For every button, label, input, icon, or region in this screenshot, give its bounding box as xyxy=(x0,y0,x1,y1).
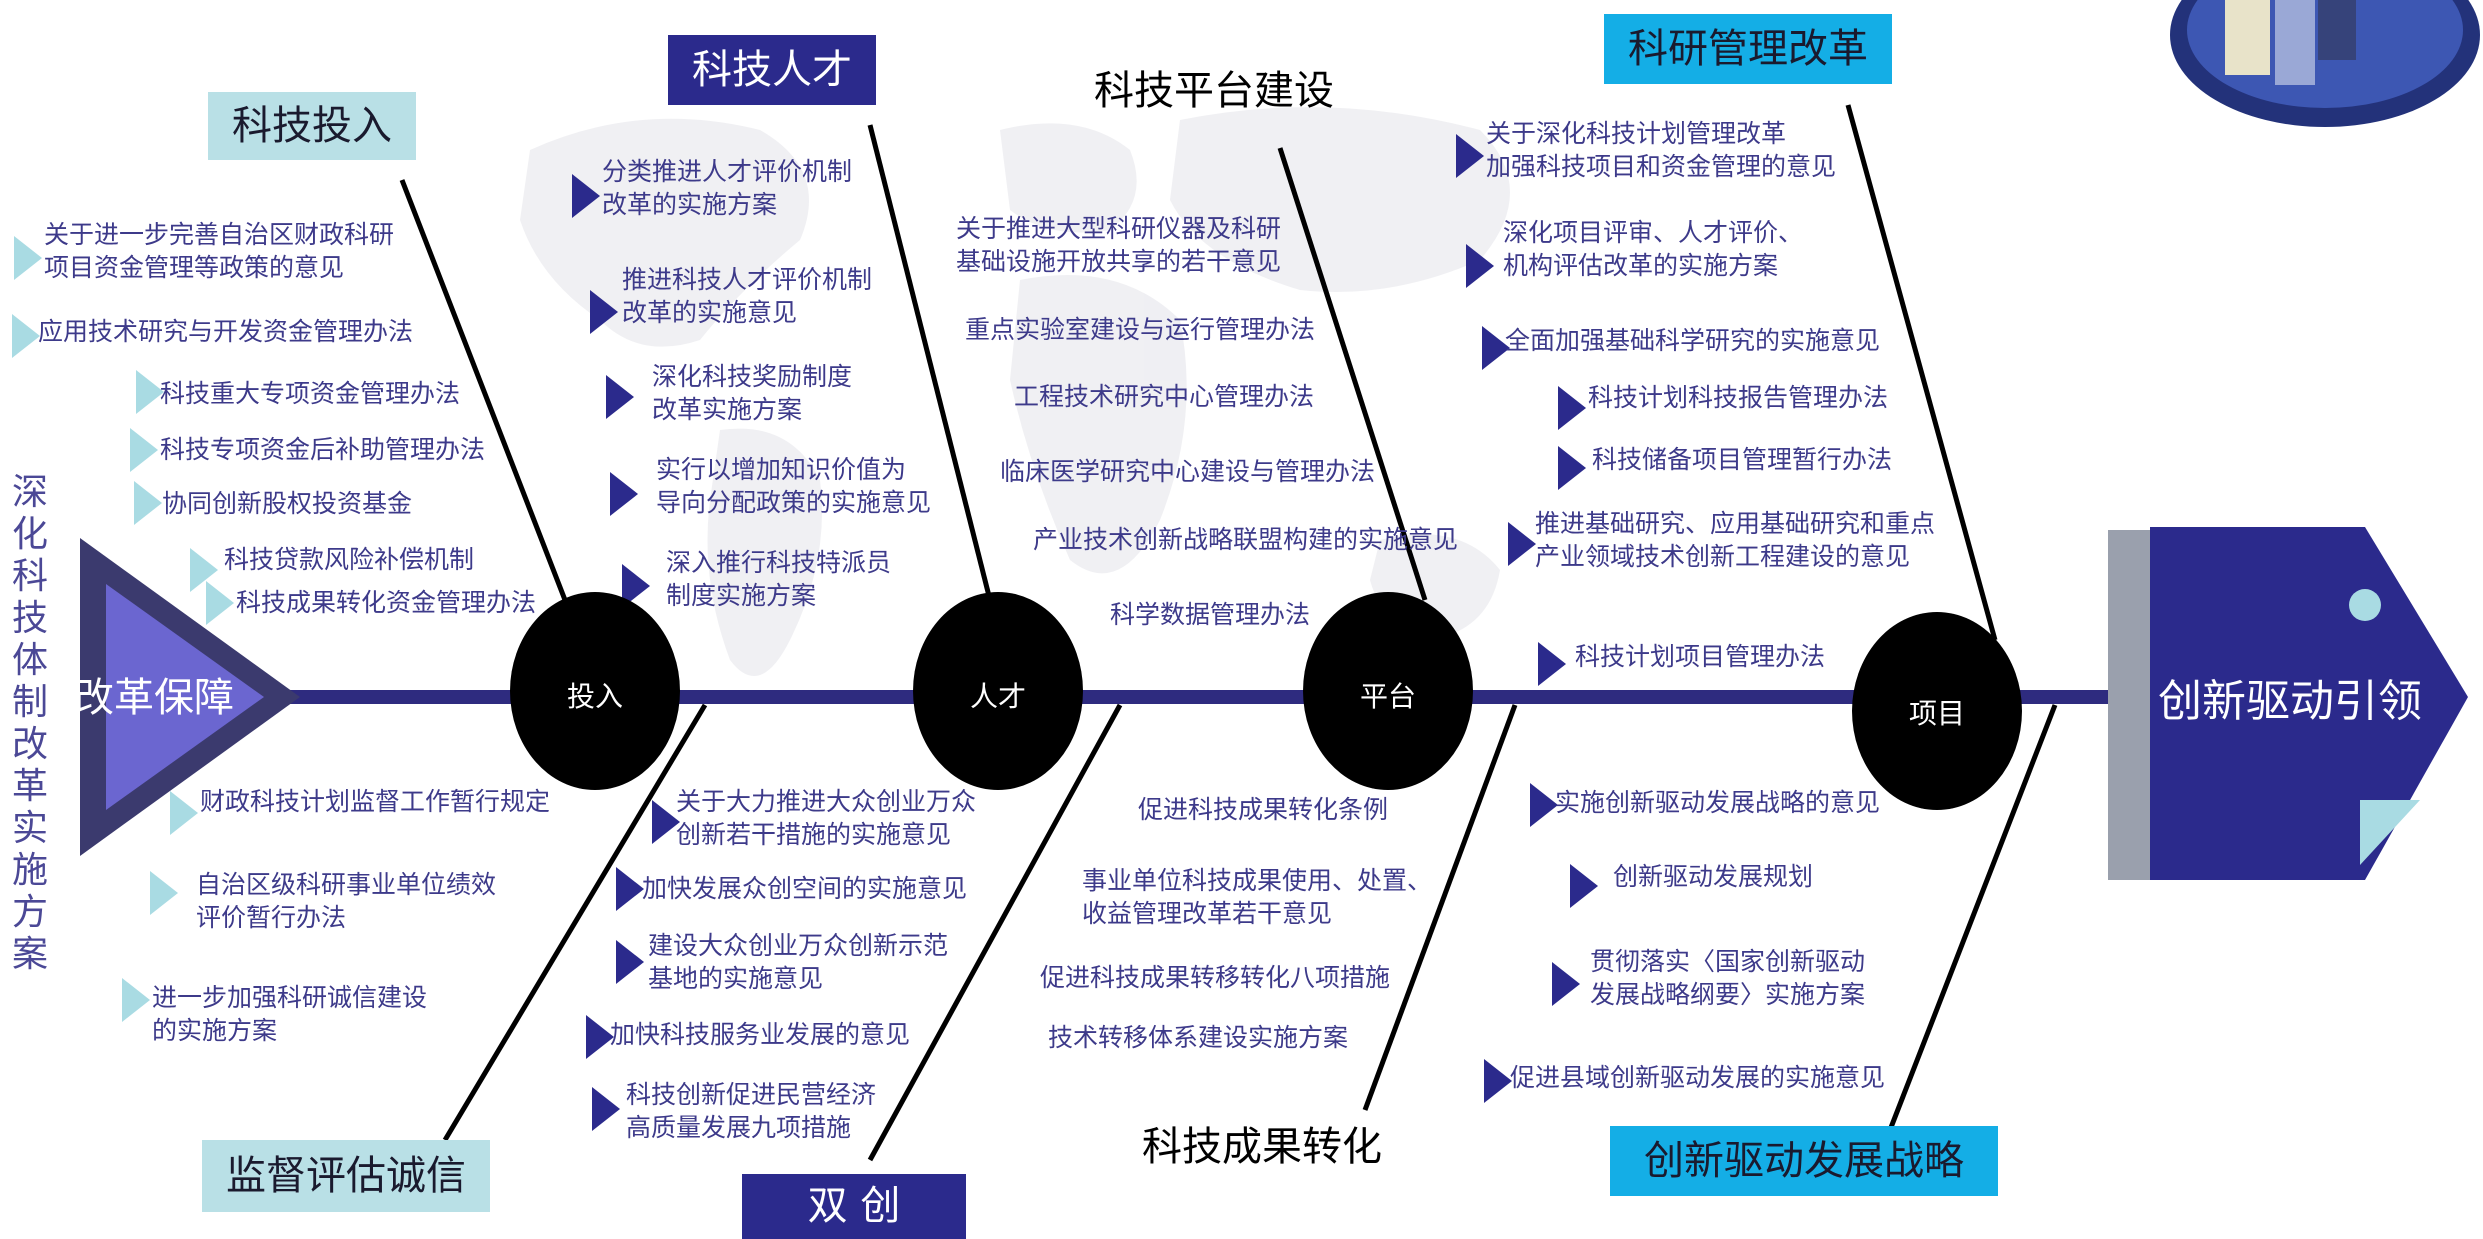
header-keyan-guanli: 科研管理改革 xyxy=(1604,14,1892,84)
node-xiangmu xyxy=(1852,612,2022,810)
list-item: 科技创新促进民营经济 高质量发展九项措施 xyxy=(626,1080,877,1142)
node-pingtai xyxy=(1303,592,1473,790)
list-item: 推进基础研究、应用基础研究和重点 产业领域技术创新工程建设的意见 xyxy=(1535,509,1936,571)
bullet-triangle-icon xyxy=(1558,386,1586,430)
bullet-triangle-icon xyxy=(170,791,198,835)
bullet-triangle-icon xyxy=(1482,326,1510,370)
branch-lines xyxy=(399,104,2058,1162)
list-item: 技术转移体系建设实施方案 xyxy=(1048,1023,1349,1052)
bullet-triangle-icon xyxy=(616,940,644,984)
list-item: 科技计划科技报告管理办法 xyxy=(1588,383,1889,412)
bullet-triangle-icon xyxy=(1484,1059,1512,1103)
bullet-triangle-icon xyxy=(134,481,162,525)
tail-label: 改革保障 xyxy=(74,675,234,721)
list-item: 自治区级科研事业单位绩效 评价暂行办法 xyxy=(196,870,497,932)
bullet-triangle-icon xyxy=(206,581,234,625)
list-item: 深化项目评审、人才评价、 机构评估改革的实施方案 xyxy=(1503,218,1804,280)
bullet-triangle-icon xyxy=(136,370,164,414)
list-item: 深入推行科技特派员 制度实施方案 xyxy=(666,548,892,610)
bullet-triangle-icon xyxy=(572,174,600,218)
header-keji-touru: 科技投入 xyxy=(208,92,416,160)
list-item: 创新驱动发展规划 xyxy=(1613,862,1814,891)
list-item: 科技重大专项资金管理办法 xyxy=(160,379,461,408)
node-touru xyxy=(510,592,680,790)
list-item: 分类推进人才评价机制 改革的实施方案 xyxy=(602,157,853,219)
list-item: 科技计划项目管理办法 xyxy=(1575,642,1826,671)
list-item: 进一步加强科研诚信建设 的实施方案 xyxy=(152,983,428,1045)
list-item: 关于推进大型科研仪器及科研 基础设施开放共享的若干意见 xyxy=(956,214,1282,276)
bullet-triangle-icon xyxy=(122,978,150,1022)
list-item: 临床医学研究中心建设与管理办法 xyxy=(1000,457,1376,486)
bullet-triangle-icon xyxy=(1456,134,1484,178)
bullet-triangle-icon xyxy=(12,314,40,358)
vertical-title: 深化科技体制改革实施方案 xyxy=(11,472,48,975)
bullet-triangle-icon xyxy=(592,1087,620,1131)
list-item: 工程技术研究中心管理办法 xyxy=(1014,382,1315,411)
tail-triangle xyxy=(80,538,300,856)
bullet-triangle-icon xyxy=(1530,783,1558,827)
corner-decoration-image xyxy=(2170,0,2480,127)
list-item: 全面加强基础科学研究的实施意见 xyxy=(1505,326,1881,355)
list-item: 财政科技计划监督工作暂行规定 xyxy=(200,787,551,816)
bullet-triangle-icon xyxy=(590,290,618,334)
bullet-triangle-icon xyxy=(130,428,158,472)
node-label-rencai: 人才 xyxy=(969,680,1026,713)
list-item: 加快科技服务业发展的意见 xyxy=(610,1020,911,1049)
bullet-triangle-icon xyxy=(586,1015,614,1059)
bullet-triangle-icon xyxy=(610,472,638,516)
bullet-triangle-icon xyxy=(190,548,218,592)
list-item: 建设大众创业万众创新示范 基地的实施意见 xyxy=(648,931,949,993)
bullet-triangle-icon xyxy=(1466,244,1494,288)
list-item: 协同创新股权投资基金 xyxy=(162,489,413,518)
list-item: 实行以增加知识价值为 导向分配政策的实施意见 xyxy=(656,455,932,517)
node-label-touru: 投入 xyxy=(566,680,623,713)
list-item: 推进科技人才评价机制 改革的实施意见 xyxy=(622,265,873,327)
header-chengguo: 科技成果转化 xyxy=(1142,1124,1382,1170)
list-item: 产业技术创新战略联盟构建的实施意见 xyxy=(1033,525,1459,554)
header-keji-pingtai: 科技平台建设 xyxy=(1094,68,1334,114)
header-shuangchuang: 双 创 xyxy=(742,1174,966,1239)
node-rencai xyxy=(913,592,1083,790)
bullet-triangle-icon xyxy=(622,564,650,608)
header-chuangxin-zhanlue: 创新驱动发展战略 xyxy=(1610,1126,1998,1196)
list-item: 关于进一步完善自治区财政科研 项目资金管理等政策的意见 xyxy=(44,220,395,282)
list-item: 科技成果转化资金管理办法 xyxy=(236,588,537,617)
list-item: 科技贷款风险补偿机制 xyxy=(224,545,475,574)
list-item: 科学数据管理办法 xyxy=(1110,600,1311,629)
list-item: 深化科技奖励制度 改革实施方案 xyxy=(652,362,853,424)
list-item: 应用技术研究与开发资金管理办法 xyxy=(38,317,414,346)
list-item: 事业单位科技成果使用、处置、 收益管理改革若干意见 xyxy=(1082,866,1433,928)
list-item: 加快发展众创空间的实施意见 xyxy=(642,874,968,903)
list-item: 贯彻落实〈国家创新驱动 发展战略纲要〉实施方案 xyxy=(1590,947,1866,1009)
bullet-markers xyxy=(12,134,1598,1131)
bullet-triangle-icon xyxy=(616,867,644,911)
bullet-triangle-icon xyxy=(1552,962,1580,1006)
bullet-triangle-icon xyxy=(606,375,634,419)
list-item: 重点实验室建设与运行管理办法 xyxy=(965,315,1316,344)
node-label-pingtai: 平台 xyxy=(1359,680,1416,713)
list-item: 科技专项资金后补助管理办法 xyxy=(160,435,486,464)
bullet-triangle-icon xyxy=(652,800,680,844)
list-item: 促进科技成果转移转化八项措施 xyxy=(1040,963,1391,992)
list-item: 科技储备项目管理暂行办法 xyxy=(1592,445,1893,474)
bullet-triangle-icon xyxy=(1558,446,1586,490)
list-item: 促进县域创新驱动发展的实施意见 xyxy=(1510,1063,1886,1092)
bullet-triangle-icon xyxy=(150,871,178,915)
head-arrow xyxy=(2108,527,2468,880)
header-jiandu: 监督评估诚信 xyxy=(202,1140,490,1212)
node-label-xiangmu: 项目 xyxy=(1908,697,1965,730)
header-keji-rencai: 科技人才 xyxy=(668,35,876,105)
bullet-triangle-icon xyxy=(1508,522,1536,566)
list-item: 关于深化科技计划管理改革 加强科技项目和资金管理的意见 xyxy=(1486,119,1837,181)
list-item: 关于大力推进大众创业万众 创新若干措施的实施意见 xyxy=(676,787,977,849)
world-map-watermark xyxy=(520,107,1510,676)
bullet-triangle-icon xyxy=(1570,864,1598,908)
head-label: 创新驱动引领 xyxy=(2158,676,2422,727)
bullet-triangle-icon xyxy=(1538,642,1566,686)
list-item: 促进科技成果转化条例 xyxy=(1138,795,1389,824)
bullet-triangle-icon xyxy=(14,236,42,280)
list-item: 实施创新驱动发展战略的意见 xyxy=(1555,788,1881,817)
